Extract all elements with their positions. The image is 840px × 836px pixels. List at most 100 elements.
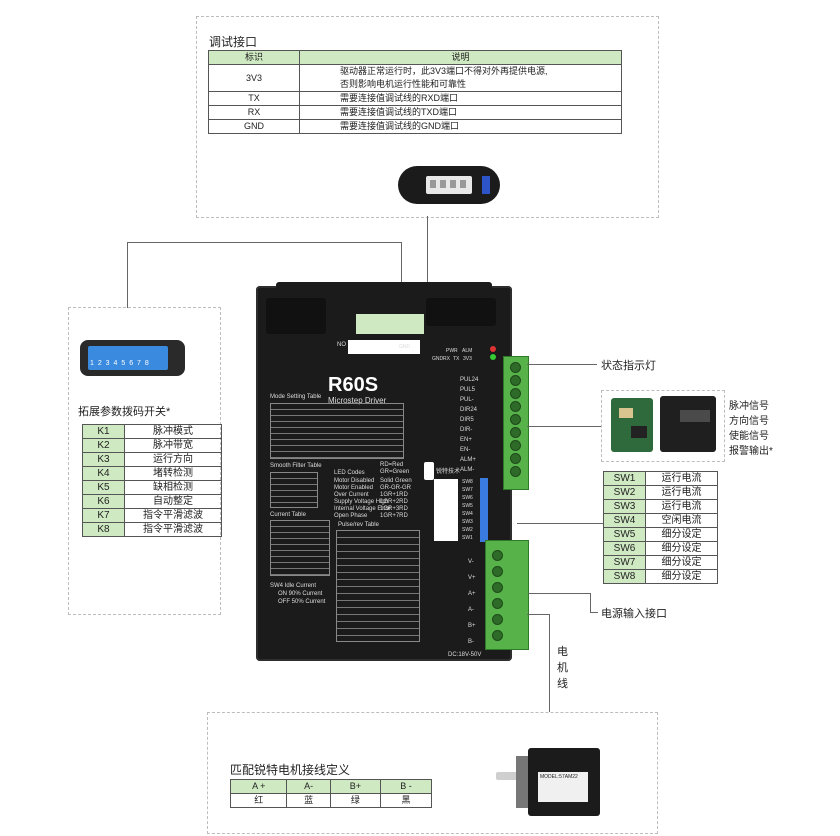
signal-item: 报警输出* [729, 446, 773, 457]
led-code-4: Internal Voltage Error [334, 506, 391, 512]
sw-value: 运行电流 [645, 499, 718, 514]
motor-title: 匹配锐特电机接线定义 [230, 763, 351, 777]
power-port-label: A- [468, 607, 474, 613]
motor-color: 红 [229, 793, 288, 808]
dip-value: 脉冲带宽 [124, 438, 222, 453]
dip-key: K8 [82, 522, 125, 537]
sw-key: SW2 [603, 485, 646, 500]
motor-header: B - [379, 779, 433, 794]
led-value-0: Solid Green [380, 478, 412, 484]
led-value-3: 1GR+2RD [380, 499, 408, 505]
sw-key: SW8 [603, 569, 646, 584]
motor-wiring-table: A + A- B+ B - 红 蓝 绿 黑 [229, 779, 433, 808]
dip-value: 缺相检测 [124, 480, 222, 495]
debug-desc: 需要连接值调试线的RXD端口 [299, 91, 622, 106]
sw-label-2: SW2 [462, 527, 473, 533]
sw-label-7: SW7 [462, 487, 473, 493]
power-input-label: 电源输入接口 [601, 608, 667, 620]
status-leader-line [527, 364, 597, 365]
power-leader-h [528, 593, 590, 594]
sw-value: 空闲电流 [645, 513, 718, 528]
status-led-green [490, 354, 496, 360]
sw-value: 细分设定 [645, 555, 718, 570]
sw-label-6: SW6 [462, 495, 473, 501]
signal-screw [510, 414, 521, 425]
debug-port-labels: GND [399, 344, 411, 350]
signal-screw [510, 362, 521, 373]
debug-desc: 驱动器正常运行时，此3V3端口不得对外再提供电源, 否则影响电机运行性能和可靠性 [299, 64, 622, 92]
signal-screw [510, 466, 521, 477]
debug-port-gnd: GND [432, 356, 444, 362]
sw-key: SW1 [603, 471, 646, 486]
led-code-1: Motor Enabled [334, 485, 374, 491]
port-label: DIR- [460, 427, 473, 433]
pulse-table [336, 530, 420, 642]
dip-key: K7 [82, 508, 125, 523]
debug-id: GND [208, 119, 300, 134]
driver-dip-switch [348, 340, 420, 354]
signal-screw [510, 401, 521, 412]
port-label: DIR5 [460, 417, 474, 423]
led-legend: RD=Red GR=Green [380, 462, 410, 475]
led-value-2: 1GR+1RD [380, 492, 408, 498]
motor-header: A- [286, 779, 331, 794]
port-label: ALM- [460, 467, 475, 473]
debug-desc: 需要连接值调试线的TXD端口 [299, 105, 622, 120]
signal-item: 脉冲信号 [729, 401, 769, 412]
port-label: ALM+ [460, 457, 476, 463]
led-code-2: Over Current [334, 492, 369, 498]
debug-header-id: 标识 [208, 50, 300, 65]
power-screw [492, 614, 503, 625]
motor-nameplate-text: MODEL:57AM22 [540, 774, 578, 780]
dip-value: 运行方向 [124, 452, 222, 467]
dc-voltage-label: DC:18V-50V [448, 652, 482, 658]
signal-screw [510, 388, 521, 399]
debug-port-rx: RX [443, 356, 450, 362]
dip-switch-numbers: 1 2 3 4 5 6 7 8 [90, 360, 150, 367]
led-value-4: 1GR+3RD [380, 506, 408, 512]
debug-leader-line [427, 216, 428, 320]
dip-value: 脉冲模式 [124, 424, 222, 439]
led-value-1: GR-GR-GR [380, 485, 411, 491]
pulse-table-title: Pulse/rev Table [338, 522, 379, 528]
debug-port-3v3: 3V3 [463, 356, 472, 362]
model-subtitle: Microstep Driver [328, 396, 387, 405]
debug-header-row: 标识 说明 [208, 50, 622, 65]
sw-switch-strip [434, 479, 458, 541]
motor-header-row: A + A- B+ B - [229, 779, 433, 794]
dip-key: K2 [82, 438, 125, 453]
dip-key: K6 [82, 494, 125, 509]
port-label: PUL- [460, 397, 474, 403]
debug-row-rx: RX 需要连接值调试线的TXD端口 [208, 105, 622, 120]
port-label: PUL24 [460, 377, 479, 383]
debug-header-desc: 说明 [299, 50, 622, 65]
signal-screw [510, 453, 521, 464]
debug-socket [356, 314, 424, 334]
debug-port-tx: TX [453, 356, 460, 362]
motor-leader-v [549, 614, 550, 712]
idle-title: SW4 Idle Current [270, 583, 317, 589]
power-port-label: A+ [468, 591, 476, 597]
debug-id: 3V3 [208, 64, 300, 92]
motor-color: 黑 [379, 793, 433, 808]
sw-key: SW5 [603, 527, 646, 542]
power-screw [492, 566, 503, 577]
motor-line-label: 电机线 [557, 646, 568, 690]
sw-value: 运行电流 [645, 471, 718, 486]
led-code-0: Motor Disabled [334, 478, 375, 484]
signal-screw [510, 427, 521, 438]
current-table-title: Current Table [270, 512, 306, 518]
debug-row-tx: TX 需要连接值调试线的RXD端口 [208, 91, 622, 106]
mode-table-title: Mode Setting Table [270, 394, 322, 400]
port-label: PUL5 [460, 387, 476, 393]
sw-label-4: SW4 [462, 511, 473, 517]
